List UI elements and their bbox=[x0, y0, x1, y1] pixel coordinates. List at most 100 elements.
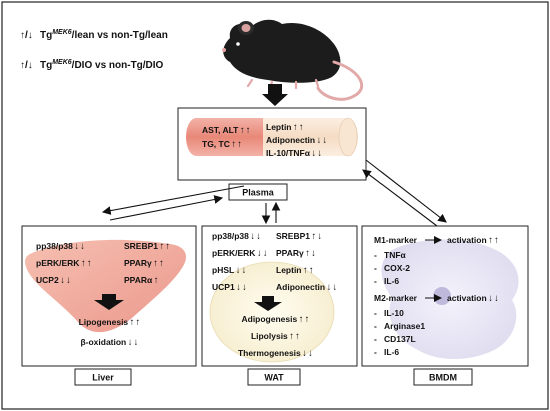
up-arrow-red-icon: ↑ bbox=[312, 231, 317, 242]
liver-icon bbox=[25, 239, 186, 333]
liver-title-box bbox=[74, 368, 132, 386]
liver-right-list: SREBP1↑↑PPARγ↑↑PPARα↑ bbox=[124, 241, 170, 286]
down-arrow-red-icon: ↓ bbox=[488, 293, 493, 304]
liver-marker: SREBP1 bbox=[124, 241, 158, 251]
bmdm-m1-item: TNFα bbox=[384, 250, 407, 260]
legend-lean-text: TgMEK6/lean vs non-Tg/lean bbox=[40, 29, 168, 41]
wat-marker: UCP1 bbox=[212, 282, 235, 292]
up-arrow-blue-icon: ↑ bbox=[305, 314, 310, 325]
legend-dio-text: TgMEK6/DIO vs non-Tg/DIO bbox=[40, 59, 164, 71]
arrow-bmdm-to-plasma bbox=[362, 169, 438, 227]
liver-outcome: β-oxidation bbox=[80, 337, 126, 347]
plasma-marker: AST, ALT bbox=[202, 125, 239, 135]
bullet-dash-icon: - bbox=[374, 276, 377, 286]
down-arrow-red-icon: ↓ bbox=[74, 241, 79, 252]
bmdm-m2-item: IL-6 bbox=[384, 347, 399, 357]
bmdm-m1-label: M1-marker bbox=[374, 235, 418, 245]
bmdm-m1-item: COX-2 bbox=[384, 263, 410, 273]
bmdm-m2-label: M2-marker bbox=[374, 293, 418, 303]
down-arrow-blue-icon: ↓ bbox=[317, 231, 322, 242]
down-arrow-blue-icon: ↓ bbox=[256, 231, 261, 242]
bullet-dash-icon: - bbox=[374, 347, 377, 357]
bullet-dash-icon: - bbox=[374, 321, 377, 331]
bullet-dash-icon: - bbox=[374, 308, 377, 318]
plasma-left-list: AST, ALT↑↑TG, TC↑↑ bbox=[202, 125, 250, 150]
up-arrow-red-icon: ↑ bbox=[240, 125, 245, 136]
bmdm-title: BMDM bbox=[429, 373, 457, 383]
bullet-dash-icon: - bbox=[374, 263, 377, 273]
wat-marker: Adiponectin bbox=[276, 282, 325, 292]
up-arrow-blue-icon: ↑ bbox=[246, 125, 251, 136]
liver-outcomes: Lipogenesis↑↑β-oxidation↓↓ bbox=[79, 317, 141, 348]
up-arrow-red-icon: ↑ bbox=[154, 275, 159, 286]
down-arrow-blue-icon: ↓ bbox=[242, 265, 247, 276]
down-arrow-red-icon: ↓ bbox=[317, 135, 322, 146]
up-arrow-blue-icon: ↑ bbox=[299, 122, 304, 133]
connectors bbox=[101, 159, 447, 227]
wat-panel: pp38/p38↓↓pERK/ERK↓↓pHSL↓↓UCP1↓↓ SREBP1↑… bbox=[201, 225, 358, 386]
wat-outcome: Adipogenesis bbox=[241, 314, 297, 324]
up-arrow-blue-icon: ↑ bbox=[136, 317, 141, 328]
wat-title-box bbox=[247, 368, 301, 386]
down-arrow-red-icon: ↓ bbox=[250, 231, 255, 242]
liver-marker: UCP2 bbox=[36, 275, 59, 285]
liver-panel: pp38/p38↓↓pERK/ERK↑↑UCP2↓↓ SREBP1↑↑PPARγ… bbox=[21, 225, 197, 386]
up-arrow-blue-icon: ↑ bbox=[165, 241, 170, 252]
down-arrow-blue-icon: ↓ bbox=[332, 282, 337, 293]
up-arrow-red-icon: ↑ bbox=[130, 317, 135, 328]
wat-marker: pp38/p38 bbox=[212, 231, 249, 241]
up-arrow-red-icon: ↑ bbox=[289, 331, 294, 342]
up-arrow-red-icon: ↑ bbox=[488, 235, 493, 246]
up-arrow-red-icon: ↑ bbox=[303, 265, 308, 276]
up-arrow-blue-icon: ↑ bbox=[494, 235, 499, 246]
down-arrow-blue-icon: ↓ bbox=[322, 135, 327, 146]
down-arrow-red-icon: ↓ bbox=[302, 348, 307, 359]
liver-marker: PPARα bbox=[124, 275, 153, 285]
up-arrow-blue-icon: ↑ bbox=[159, 258, 164, 269]
down-arrow-blue-icon: ↓ bbox=[308, 348, 313, 359]
mouse-down-arrow bbox=[262, 84, 288, 106]
down-arrow-blue-icon: ↓ bbox=[494, 293, 499, 304]
bmdm-m1-item: IL-6 bbox=[384, 276, 399, 286]
adipocyte-icon bbox=[209, 261, 335, 363]
wat-outcomes: Adipogenesis↑↑Lipolysis↑↑Thermogenesis↓↓ bbox=[238, 314, 313, 359]
wat-left-list: pp38/p38↓↓pERK/ERK↓↓pHSL↓↓UCP1↓↓ bbox=[212, 231, 268, 293]
down-arrow-red-icon: ↓ bbox=[60, 275, 65, 286]
bmdm-title-box bbox=[413, 368, 473, 386]
plasma-marker: IL-10/TNFα bbox=[266, 148, 311, 158]
wat-marker: Leptin bbox=[276, 265, 302, 275]
liver-down-arrow bbox=[94, 294, 124, 310]
bullet-dash-icon: - bbox=[374, 334, 377, 344]
down-arrow-blue-icon: ↓ bbox=[242, 282, 247, 293]
legend-lean: ↑/↓ TgMEK6/lean vs non-Tg/lean bbox=[20, 29, 168, 41]
liver-title: Liver bbox=[92, 373, 114, 383]
wat-title: WAT bbox=[264, 373, 284, 383]
legend-dio-arrows: ↑/↓ bbox=[20, 60, 33, 71]
wat-outcome: Lipolysis bbox=[251, 331, 288, 341]
arrow-plasma-to-liver bbox=[101, 185, 245, 215]
up-arrow-blue-icon: ↑ bbox=[309, 265, 314, 276]
plasma-marker: Adiponectin bbox=[266, 135, 315, 145]
mouse-icon bbox=[222, 19, 364, 101]
up-arrow-blue-icon: ↑ bbox=[295, 331, 300, 342]
bullet-dash-icon: - bbox=[374, 250, 377, 260]
down-arrow-blue-icon: ↓ bbox=[311, 248, 316, 259]
legend-dio: ↑/↓ TgMEK6/DIO vs non-Tg/DIO bbox=[20, 59, 164, 71]
up-arrow-red-icon: ↑ bbox=[231, 139, 236, 150]
liver-left-list: pp38/p38↓↓pERK/ERK↑↑UCP2↓↓ bbox=[36, 241, 92, 286]
up-arrow-blue-icon: ↑ bbox=[237, 139, 242, 150]
wat-outcome: Thermogenesis bbox=[238, 348, 301, 358]
liver-marker: PPARγ bbox=[124, 258, 152, 268]
down-arrow-blue-icon: ↓ bbox=[66, 275, 71, 286]
up-arrow-red-icon: ↑ bbox=[293, 122, 298, 133]
arrow-liver-to-plasma bbox=[109, 195, 224, 221]
plasma-title-box bbox=[228, 183, 288, 201]
wat-marker: pHSL bbox=[212, 265, 234, 275]
down-arrow-blue-icon: ↓ bbox=[263, 248, 268, 259]
wat-marker: pERK/ERK bbox=[212, 248, 256, 258]
